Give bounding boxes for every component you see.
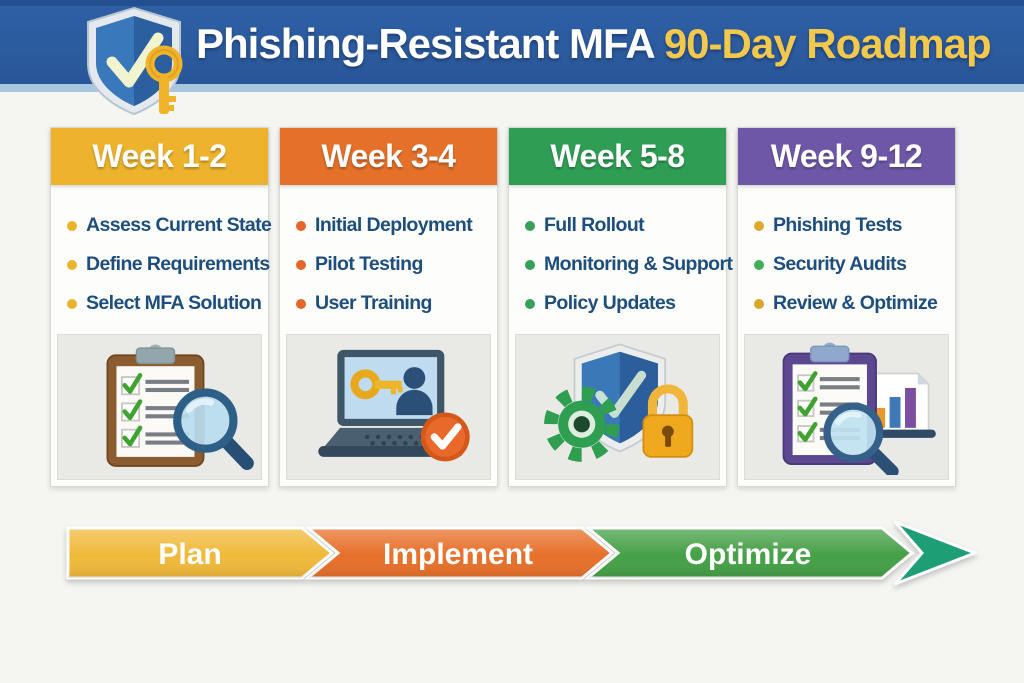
list-item: Security Audits bbox=[754, 245, 943, 284]
list-item: Select MFA Solution bbox=[67, 284, 262, 323]
bar-orange bbox=[873, 407, 885, 428]
week-1-2-header: Week 1-2 bbox=[51, 128, 268, 185]
task-label: Policy Updates bbox=[544, 292, 676, 314]
task-label: Full Rollout bbox=[544, 214, 645, 236]
list-item: Review & Optimize bbox=[754, 284, 943, 323]
bullet-dot-icon bbox=[67, 259, 77, 270]
bar-blue bbox=[889, 397, 900, 428]
gold-key-icon bbox=[349, 369, 403, 400]
shield-check-key-icon bbox=[87, 6, 183, 116]
week-1-2-card: Week 1-2 Assess Current State Define Req… bbox=[50, 127, 272, 487]
arrowhead-icon bbox=[893, 520, 980, 586]
bullet-dot-icon bbox=[67, 220, 77, 231]
week-3-4-card: Week 3-4 Initial Deployment Pilot Testin… bbox=[279, 127, 498, 487]
implement-label: Implement bbox=[383, 538, 533, 571]
optimize-label: Optimize bbox=[685, 538, 812, 571]
list-item: Pilot Testing bbox=[296, 245, 485, 284]
bullet-dot-icon bbox=[525, 220, 535, 231]
week-5-8-card: Week 5-8 Full Rollout Monitoring & Suppo… bbox=[508, 127, 733, 487]
week-5-8-task-list: Full Rollout Monitoring & Support Policy… bbox=[509, 185, 733, 323]
task-label: Initial Deployment bbox=[315, 214, 473, 236]
task-label: Monitoring & Support bbox=[544, 253, 733, 275]
bullet-dot-icon bbox=[67, 298, 77, 309]
header-banner-strip bbox=[0, 84, 1024, 92]
page-title-accent: 90-Day Roadmap bbox=[663, 20, 992, 67]
checklist-rows bbox=[120, 373, 189, 448]
check-badge-icon bbox=[420, 412, 470, 462]
bullet-dot-icon bbox=[754, 298, 764, 309]
list-item: Monitoring & Support bbox=[525, 245, 733, 284]
task-label: Review & Optimize bbox=[773, 292, 938, 314]
bullet-dot-icon bbox=[296, 220, 306, 231]
bar-purple bbox=[904, 387, 916, 428]
week-9-12-task-list: Phishing Tests Security Audits Review & … bbox=[738, 185, 955, 323]
gold-key-icon bbox=[145, 45, 183, 114]
week-3-4-task-list: Initial Deployment Pilot Testing User Tr… bbox=[280, 185, 497, 323]
week-3-4-header: Week 3-4 bbox=[280, 128, 497, 185]
checklist-chart-magnifier-illustration bbox=[744, 334, 949, 480]
user-silhouette-icon bbox=[395, 367, 433, 416]
list-item: Policy Updates bbox=[525, 284, 714, 323]
page-title: Phishing-Resistant MFA 90-Day Roadmap bbox=[196, 0, 992, 84]
task-label: Define Requirements bbox=[86, 253, 270, 275]
padlock-icon bbox=[641, 384, 693, 458]
task-label: Select MFA Solution bbox=[86, 292, 262, 314]
week-9-12-header: Week 9-12 bbox=[738, 128, 955, 185]
bullet-dot-icon bbox=[754, 259, 764, 270]
list-item: User Training bbox=[296, 284, 485, 323]
plan-label: Plan bbox=[158, 538, 221, 571]
bullet-dot-icon bbox=[525, 259, 535, 270]
page-title-main: Phishing-Resistant MFA bbox=[196, 20, 664, 67]
week-1-2-task-list: Assess Current State Define Requirements… bbox=[51, 185, 272, 323]
task-label: Security Audits bbox=[773, 253, 907, 275]
laptop-key-user-check-illustration bbox=[286, 334, 491, 480]
list-item: Phishing Tests bbox=[754, 206, 943, 245]
magnifier-icon bbox=[822, 402, 899, 475]
list-item: Assess Current State bbox=[67, 206, 272, 245]
task-label: User Training bbox=[315, 292, 432, 314]
bullet-dot-icon bbox=[296, 298, 306, 309]
bullet-dot-icon bbox=[754, 220, 764, 231]
task-label: Assess Current State bbox=[86, 214, 272, 236]
magnifier-icon bbox=[172, 388, 254, 471]
bullet-dot-icon bbox=[525, 298, 535, 309]
list-item: Define Requirements bbox=[67, 245, 270, 284]
list-item: Full Rollout bbox=[525, 206, 714, 245]
task-label: Phishing Tests bbox=[773, 214, 902, 236]
task-label: Pilot Testing bbox=[315, 253, 423, 275]
shield-gear-padlock-illustration bbox=[515, 334, 720, 480]
list-item: Initial Deployment bbox=[296, 206, 485, 245]
bullet-dot-icon bbox=[296, 259, 306, 270]
clipboard-checklist-magnifier-illustration bbox=[57, 334, 262, 480]
week-5-8-header: Week 5-8 bbox=[509, 128, 726, 185]
process-arrow: Plan Implement Optimize bbox=[66, 520, 980, 586]
week-9-12-card: Week 9-12 Phishing Tests Security Audits… bbox=[737, 127, 956, 487]
roadmap-columns: Week 1-2 Assess Current State Define Req… bbox=[50, 127, 956, 487]
